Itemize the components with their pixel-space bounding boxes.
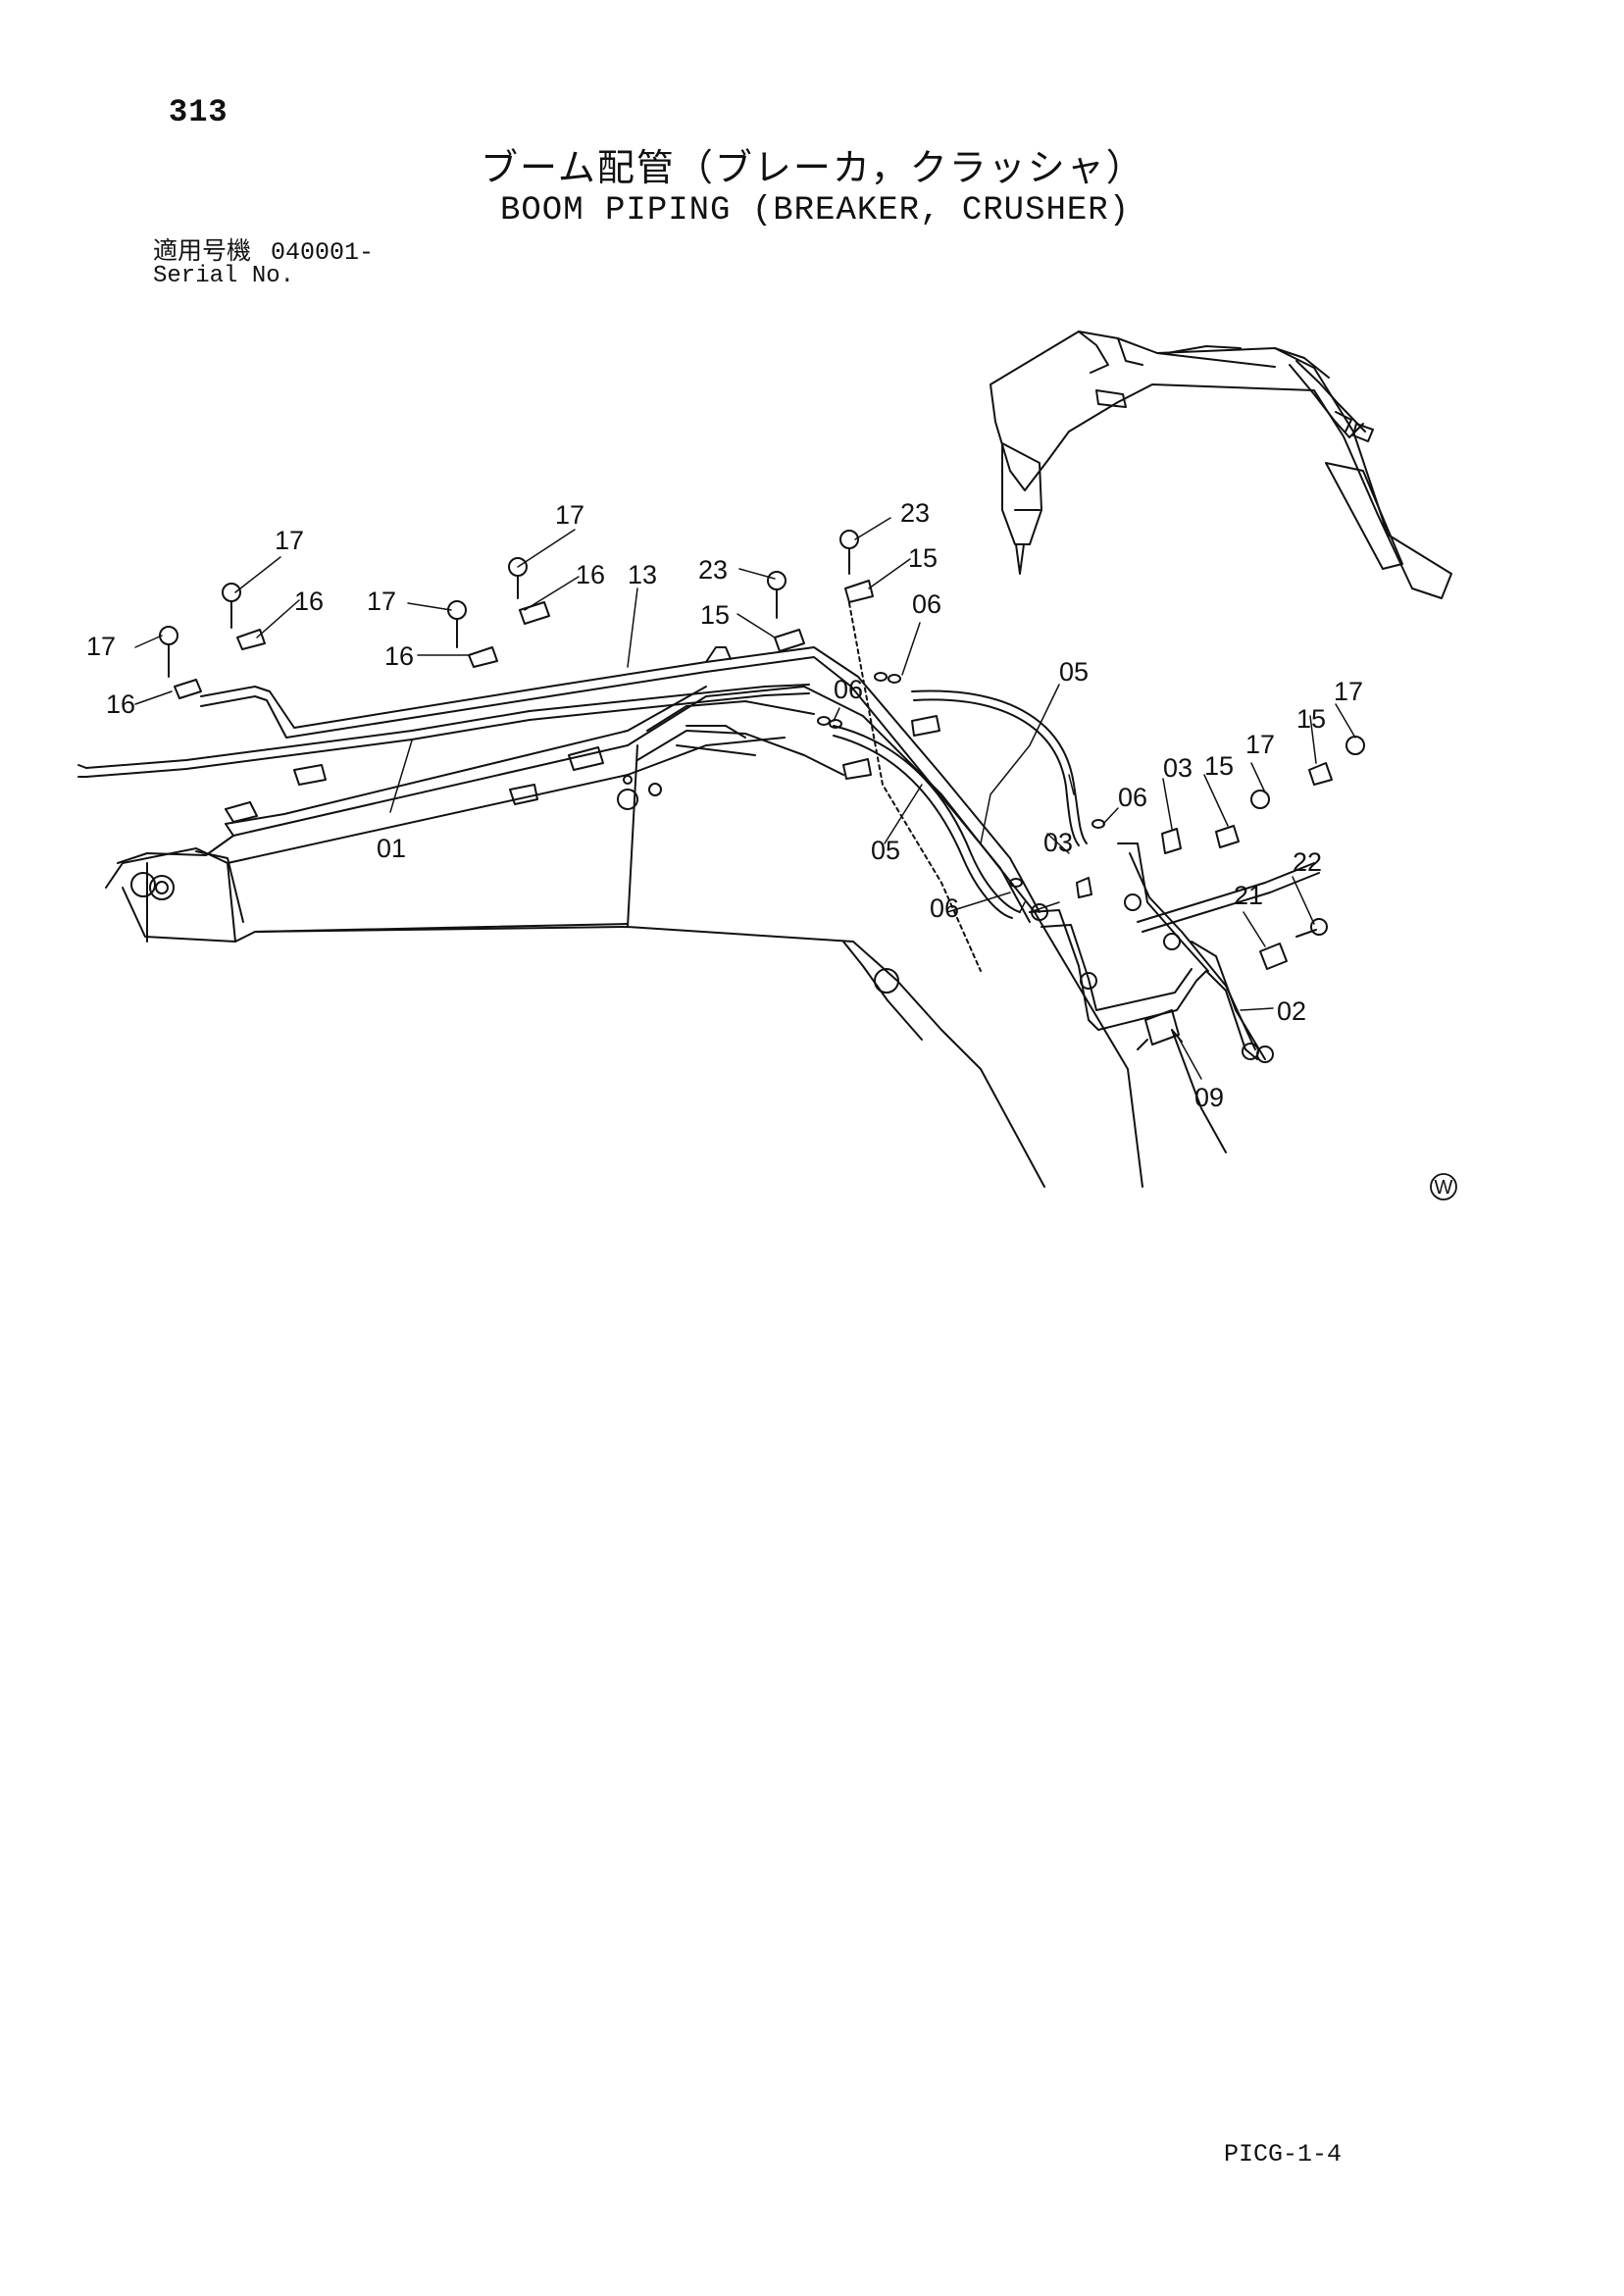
callout-16: 16 — [294, 587, 324, 616]
callout-05: 05 — [871, 836, 900, 865]
callout-labels: 17 16 17 16 17 16 17 16 13 23 15 23 15 0… — [86, 498, 1363, 1112]
page-title-english: BOOM PIPING (BREAKER, CRUSHER) — [500, 192, 1131, 230]
callout-06: 06 — [930, 893, 959, 923]
callout-06: 06 — [834, 675, 863, 704]
page-title-japanese: ブーム配管（ブレーカ，クラッシャ） — [481, 146, 1145, 189]
circled-w-mark: W — [1430, 1173, 1457, 1200]
callout-23: 23 — [900, 498, 930, 528]
callout-13: 13 — [628, 560, 657, 589]
serial-number-block: 適用号機 040001- Serial No. — [153, 236, 375, 289]
page-footer-code: PICG-1-4 — [1224, 2140, 1343, 2168]
callout-06: 06 — [912, 589, 941, 619]
callout-15: 15 — [1204, 751, 1234, 781]
callout-16: 16 — [106, 689, 135, 719]
serial-label-english: Serial No. — [153, 263, 295, 289]
serial-label-japanese: 適用号機 — [153, 236, 252, 265]
callout-17: 17 — [86, 632, 116, 661]
callout-09: 09 — [1194, 1083, 1224, 1112]
circled-w-letter: W — [1435, 1177, 1453, 1199]
callout-17: 17 — [367, 587, 396, 616]
callout-15: 15 — [908, 543, 938, 573]
callout-05: 05 — [1059, 657, 1089, 687]
excavator-overview-illustration — [990, 331, 1452, 599]
callout-17: 17 — [1245, 730, 1275, 759]
callout-03: 03 — [1163, 753, 1193, 783]
callout-17: 17 — [555, 500, 584, 530]
callout-21: 21 — [1234, 881, 1263, 910]
page-number: 313 — [169, 94, 228, 130]
serial-number-value: 040001- — [271, 238, 375, 267]
callout-02: 02 — [1277, 996, 1306, 1026]
callout-01: 01 — [377, 834, 406, 863]
callout-15: 15 — [700, 600, 730, 630]
callout-16: 16 — [384, 641, 414, 671]
callout-15: 15 — [1296, 704, 1326, 734]
callout-17: 17 — [275, 526, 304, 555]
callout-03: 03 — [1043, 828, 1073, 857]
callout-22: 22 — [1293, 847, 1322, 877]
callout-06: 06 — [1118, 783, 1147, 812]
callout-17: 17 — [1334, 677, 1363, 706]
boom-assembly-main-view — [77, 530, 1365, 1188]
callout-leader-lines — [134, 517, 1356, 1080]
callout-16: 16 — [576, 560, 605, 589]
callout-23: 23 — [698, 555, 728, 585]
